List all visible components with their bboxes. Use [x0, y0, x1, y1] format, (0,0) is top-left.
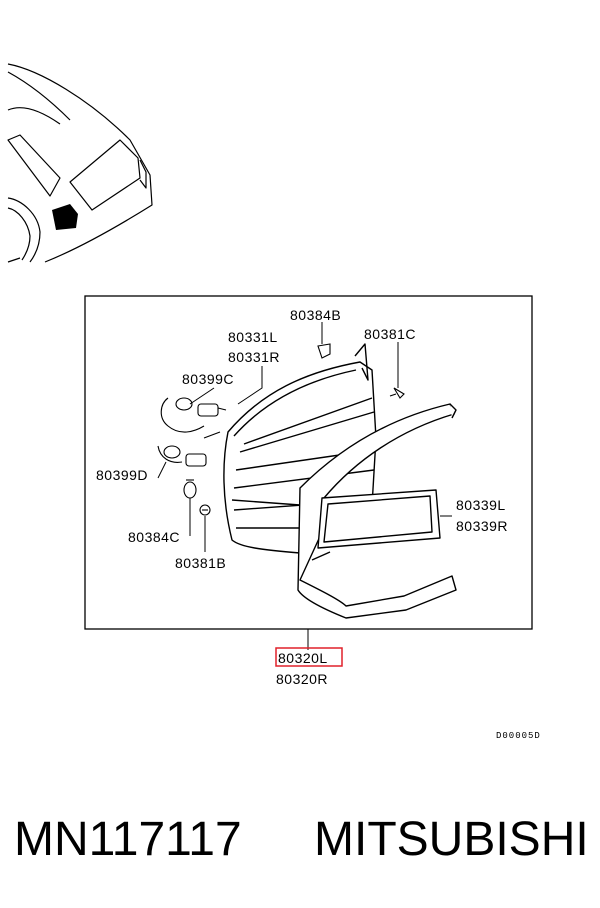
diagram-code: D00005D — [496, 731, 541, 741]
callout-80339r: 80339R — [456, 518, 508, 534]
callout-80381b: 80381B — [175, 555, 226, 571]
callout-80331r: 80331R — [228, 349, 280, 365]
callout-80399c: 80399C — [182, 371, 234, 387]
callout-80320l[interactable]: 80320L — [278, 650, 328, 666]
callout-highlight-box — [275, 647, 343, 667]
bulb-socket-lower — [157, 431, 221, 467]
part-footer: MN117117 MITSUBISHI — [0, 800, 600, 880]
tail-light-highlight — [52, 204, 78, 230]
vehicle-sketch — [7, 63, 153, 263]
callout-80381c: 80381C — [364, 326, 416, 342]
callout-80320r: 80320R — [276, 671, 328, 687]
clip-80384b — [317, 343, 331, 359]
screw-80381c — [389, 387, 405, 399]
callout-80331l: 80331L — [228, 329, 278, 345]
callout-80320l-group[interactable]: 80320L — [275, 647, 343, 667]
bulb-socket-upper — [160, 397, 227, 433]
lamp-housing — [223, 343, 377, 554]
brand-name: MITSUBISHI — [314, 813, 589, 866]
bulb-80384c — [183, 479, 197, 499]
callout-80339l: 80339L — [456, 497, 506, 513]
screw-80381b — [199, 504, 211, 516]
part-number: MN117117 — [14, 813, 242, 866]
lamp-bezel — [297, 403, 457, 619]
callout-80384c: 80384C — [128, 529, 180, 545]
callout-80384b: 80384B — [290, 307, 341, 323]
parts-diagram: 80384B 80331L 80331R 80381C 80399C 80399… — [7, 63, 541, 741]
leader-lines — [157, 322, 452, 650]
callout-80399d: 80399D — [96, 467, 148, 483]
parts-frame — [84, 295, 533, 630]
